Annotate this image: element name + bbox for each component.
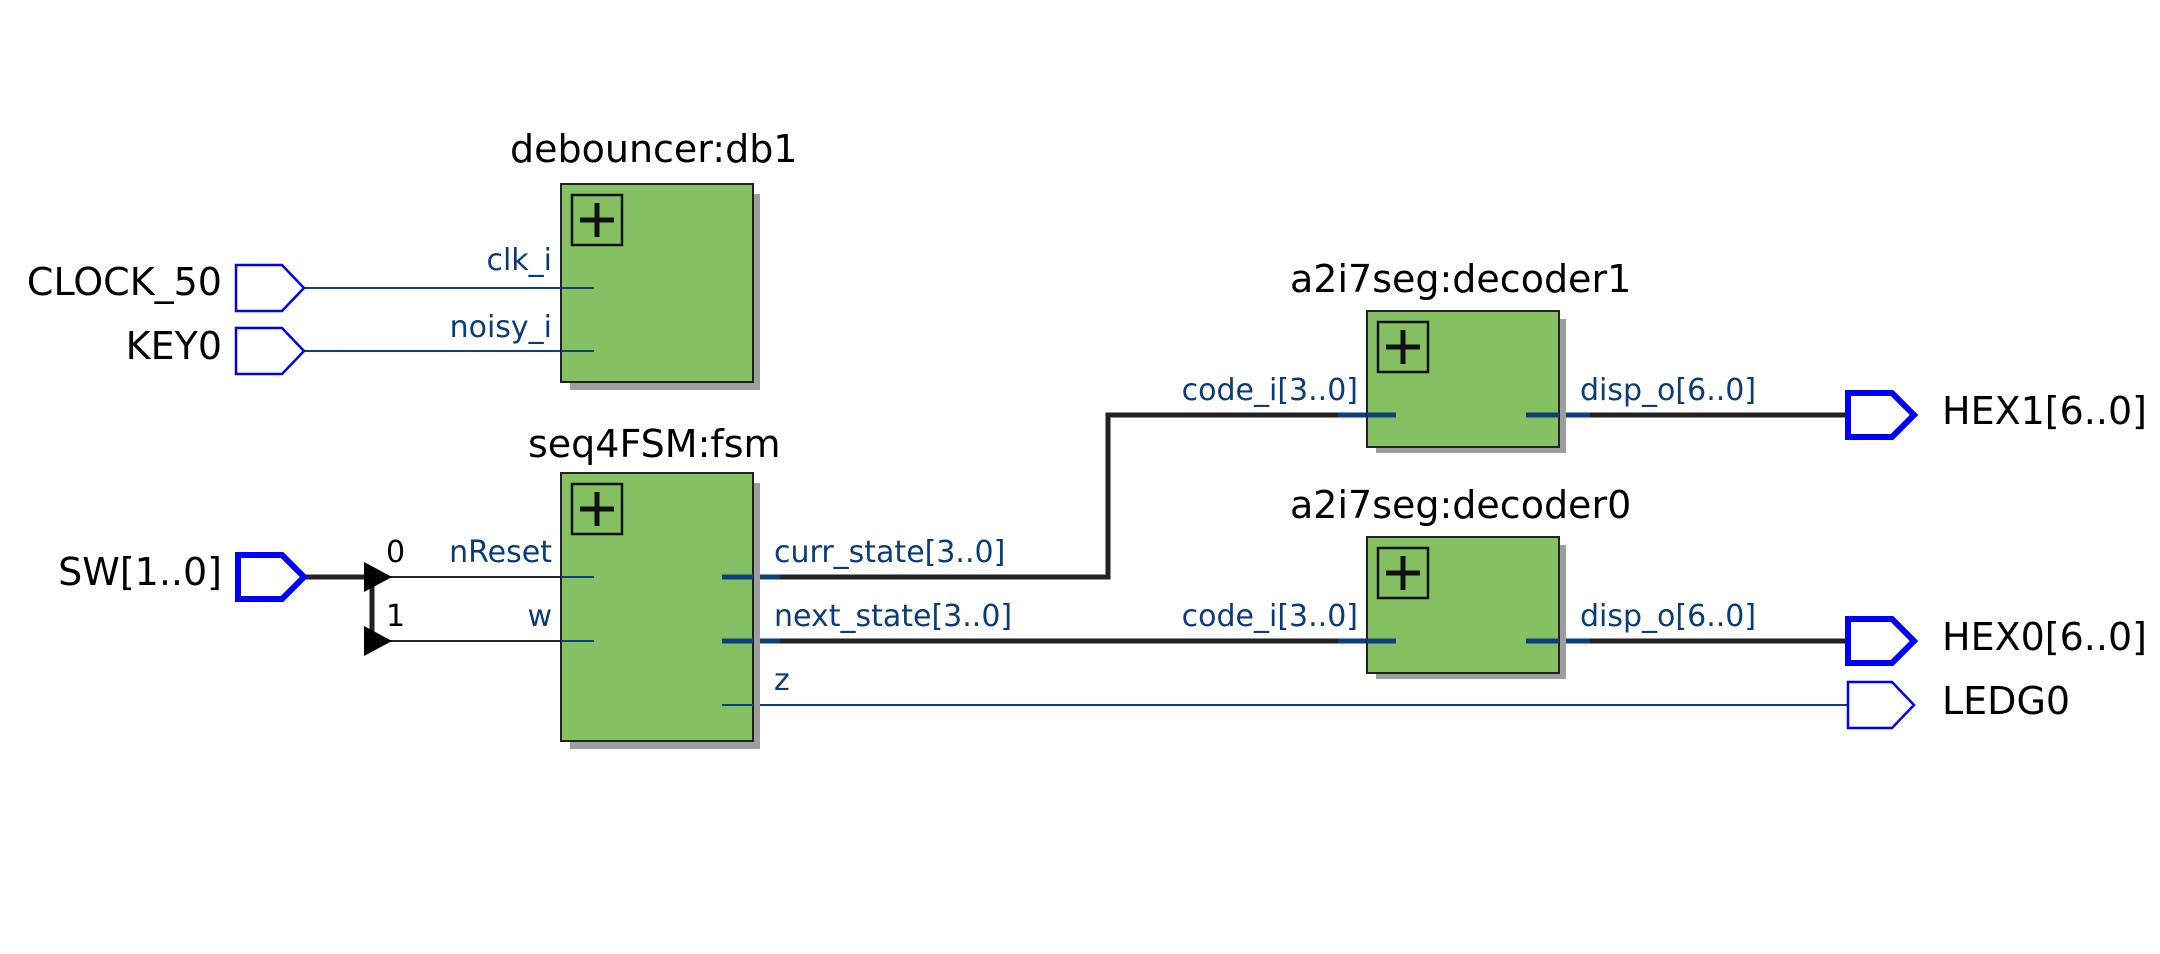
port-label-code: code_i[3..0] (1182, 373, 1358, 408)
instance-fsm[interactable]: seq4FSM:fsm nReset w curr_state[3..0] ne… (449, 422, 1012, 749)
output-pin-icon (1846, 680, 1916, 730)
output-pin-icon (1845, 616, 1919, 666)
output-pin-icon (1845, 390, 1919, 440)
port-label-nreset: nReset (449, 535, 552, 570)
instance-decoder0[interactable]: a2i7seg:decoder0 code_i[3..0] disp_o[6..… (1182, 483, 1756, 679)
pin-label-key: KEY0 (126, 324, 222, 368)
input-pin-icon (234, 263, 306, 313)
port-label-curr-state: curr_state[3..0] (774, 535, 1005, 570)
port-label-next-state: next_state[3..0] (774, 599, 1012, 634)
port-label-w: w (527, 599, 552, 634)
port-label-z: z (774, 663, 790, 698)
instance-name-debouncer: debouncer:db1 (510, 127, 798, 171)
pin-label-switches: SW[1..0] (58, 550, 222, 594)
split-label-bit0: 0 (386, 535, 405, 570)
port-label-disp: disp_o[6..0] (1580, 373, 1756, 408)
input-pin-icon (235, 552, 309, 602)
input-pin-icon (234, 326, 306, 376)
input-pin-switches[interactable]: SW[1..0] (58, 550, 309, 602)
split-arrow-bit0 (364, 562, 392, 592)
instance-name-fsm: seq4FSM:fsm (528, 422, 781, 466)
split-arrow-bit1 (364, 626, 392, 656)
output-pin-hex0[interactable]: HEX0[6..0] (1845, 615, 2147, 666)
plus-expand-icon[interactable] (570, 482, 624, 536)
instance-name-decoder0: a2i7seg:decoder0 (1290, 483, 1631, 527)
output-pin-hex1[interactable]: HEX1[6..0] (1845, 389, 2147, 440)
pin-label-led: LEDG0 (1942, 679, 2070, 723)
plus-expand-icon[interactable] (570, 193, 624, 247)
instance-decoder1[interactable]: a2i7seg:decoder1 code_i[3..0] disp_o[6..… (1182, 257, 1756, 453)
split-label-bit1: 1 (386, 599, 405, 634)
pin-label-hex1: HEX1[6..0] (1942, 389, 2147, 433)
input-pin-clock[interactable]: CLOCK_50 (27, 260, 306, 313)
instance-name-decoder1: a2i7seg:decoder1 (1290, 257, 1631, 301)
curr-state-bus (780, 412, 1338, 580)
output-pin-led[interactable]: LEDG0 (1846, 679, 2070, 730)
instance-debouncer[interactable]: debouncer:db1 clk_i noisy_i (450, 127, 798, 390)
port-label-disp: disp_o[6..0] (1580, 599, 1756, 634)
port-label-code: code_i[3..0] (1182, 599, 1358, 634)
pin-label-hex0: HEX0[6..0] (1942, 615, 2147, 659)
plus-expand-icon[interactable] (1376, 546, 1430, 600)
plus-expand-icon[interactable] (1376, 320, 1430, 374)
pin-label-clock: CLOCK_50 (27, 260, 222, 304)
input-pin-key[interactable]: KEY0 (126, 324, 306, 376)
port-label-clk: clk_i (486, 243, 552, 278)
port-label-noisy: noisy_i (450, 310, 552, 345)
